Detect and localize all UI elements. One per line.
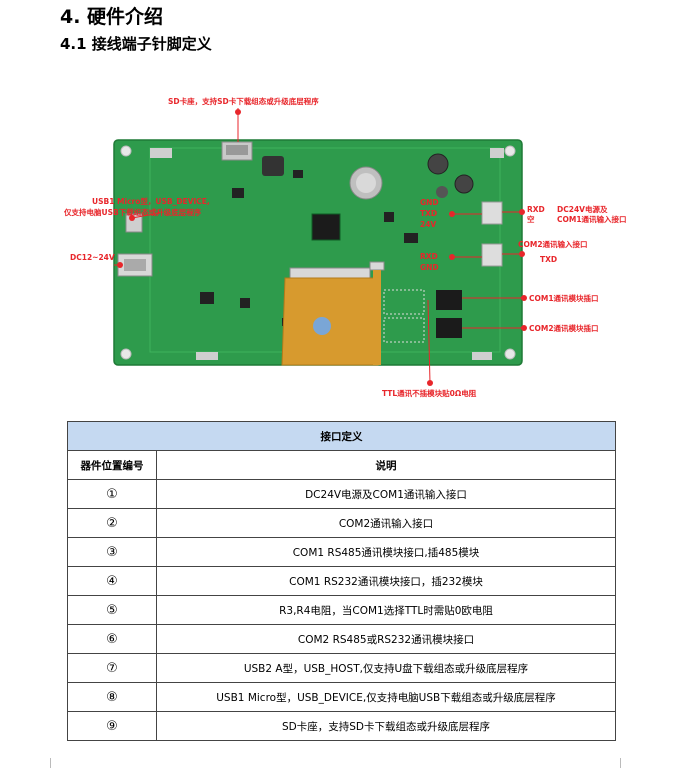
section-heading: 4. 硬件介绍 bbox=[60, 6, 164, 28]
label-gnd-2: GND bbox=[420, 263, 439, 272]
label-gnd-1: GND bbox=[420, 198, 439, 207]
row-desc: DC24V电源及COM1通讯输入接口 bbox=[156, 479, 616, 509]
label-ttl-note: TTL通讯不插模块贴0Ω电阻 bbox=[382, 388, 477, 398]
table-row: ⑤ R3,R4电阻，当COM1选择TTL时需贴0欧电阻 bbox=[67, 595, 616, 625]
label-com2-input: COM2通讯输入接口 bbox=[518, 239, 588, 249]
page-corner-mark-right bbox=[620, 758, 631, 768]
row-id: ⑨ bbox=[67, 711, 157, 741]
label-24v: 24V bbox=[420, 220, 436, 229]
pcb-board bbox=[113, 139, 523, 366]
label-txd-2: TXD bbox=[540, 255, 557, 264]
row-id: ③ bbox=[67, 537, 157, 567]
row-id: ④ bbox=[67, 566, 157, 596]
table-title: 接口定义 bbox=[67, 421, 616, 451]
label-sd-slot: SD卡座，支持SD卡下载组态或升级底层程序 bbox=[168, 96, 319, 106]
row-desc: COM2 RS485或RS232通讯模块接口 bbox=[156, 624, 616, 654]
table-row: ⑥ COM2 RS485或RS232通讯模块接口 bbox=[67, 624, 616, 654]
label-rxd-2: RXD bbox=[420, 252, 438, 261]
label-dc-input: DC12~24V bbox=[70, 253, 115, 262]
annotation-markers bbox=[117, 109, 527, 386]
column-header-id: 器件位置编号 bbox=[67, 450, 157, 480]
row-desc: COM1 RS232通讯模块接口，插232模块 bbox=[156, 566, 616, 596]
row-desc: SD卡座，支持SD卡下载组态或升级底层程序 bbox=[156, 711, 616, 741]
row-id: ⑧ bbox=[67, 682, 157, 712]
table-row: ⑧ USB1 Micro型，USB_DEVICE,仅支持电脑USB下载组态或升级… bbox=[67, 682, 616, 712]
label-com2-module: COM2通讯模块插口 bbox=[529, 323, 599, 333]
label-txd-1: TXD bbox=[420, 209, 437, 218]
row-desc: COM2通讯输入接口 bbox=[156, 508, 616, 538]
column-header-desc: 说明 bbox=[156, 450, 616, 480]
label-com1-module: COM1通讯模块插口 bbox=[529, 293, 599, 303]
row-id: ① bbox=[67, 479, 157, 509]
table-row: ⑦ USB2 A型，USB_HOST,仅支持U盘下载组态或升级底层程序 bbox=[67, 653, 616, 683]
page-corner-mark-left bbox=[40, 758, 51, 768]
row-desc: USB2 A型，USB_HOST,仅支持U盘下载组态或升级底层程序 bbox=[156, 653, 616, 683]
table-title-row: 接口定义 bbox=[67, 421, 616, 451]
pcb-figure: SD卡座，支持SD卡下载组态或升级底层程序 USB1 Micro型，USB_DE… bbox=[63, 96, 627, 398]
table-row: ④ COM1 RS232通讯模块接口，插232模块 bbox=[67, 566, 616, 596]
row-desc: R3,R4电阻，当COM1选择TTL时需贴0欧电阻 bbox=[156, 595, 616, 625]
row-id: ② bbox=[67, 508, 157, 538]
label-usb1-line2: 仅支持电脑USB下载组态或升级底层程序 bbox=[63, 207, 202, 217]
label-empty-pin: 空 bbox=[527, 214, 535, 224]
row-desc: USB1 Micro型，USB_DEVICE,仅支持电脑USB下载组态或升级底层… bbox=[156, 682, 616, 712]
table-header-row: 器件位置编号 说明 bbox=[67, 450, 616, 480]
row-id: ⑤ bbox=[67, 595, 157, 625]
row-desc: COM1 RS485通讯模块接口,插485模块 bbox=[156, 537, 616, 567]
table-row: ③ COM1 RS485通讯模块接口,插485模块 bbox=[67, 537, 616, 567]
table-row: ② COM2通讯输入接口 bbox=[67, 508, 616, 538]
table-row: ⑨ SD卡座，支持SD卡下载组态或升级底层程序 bbox=[67, 711, 616, 741]
row-id: ⑦ bbox=[67, 653, 157, 683]
row-id: ⑥ bbox=[67, 624, 157, 654]
table-row: ① DC24V电源及COM1通讯输入接口 bbox=[67, 479, 616, 509]
interface-table: 接口定义 器件位置编号 说明 ① DC24V电源及COM1通讯输入接口 ② CO… bbox=[67, 421, 616, 741]
label-dc24-line2: COM1通讯输入接口 bbox=[557, 214, 627, 224]
label-usb1-line1: USB1 Micro型，USB_DEVICE, bbox=[92, 196, 210, 206]
label-rxd-1: RXD bbox=[527, 205, 545, 214]
label-dc24-line1: DC24V电源及 bbox=[557, 204, 608, 214]
subsection-heading: 4.1 接线端子针脚定义 bbox=[60, 35, 212, 53]
